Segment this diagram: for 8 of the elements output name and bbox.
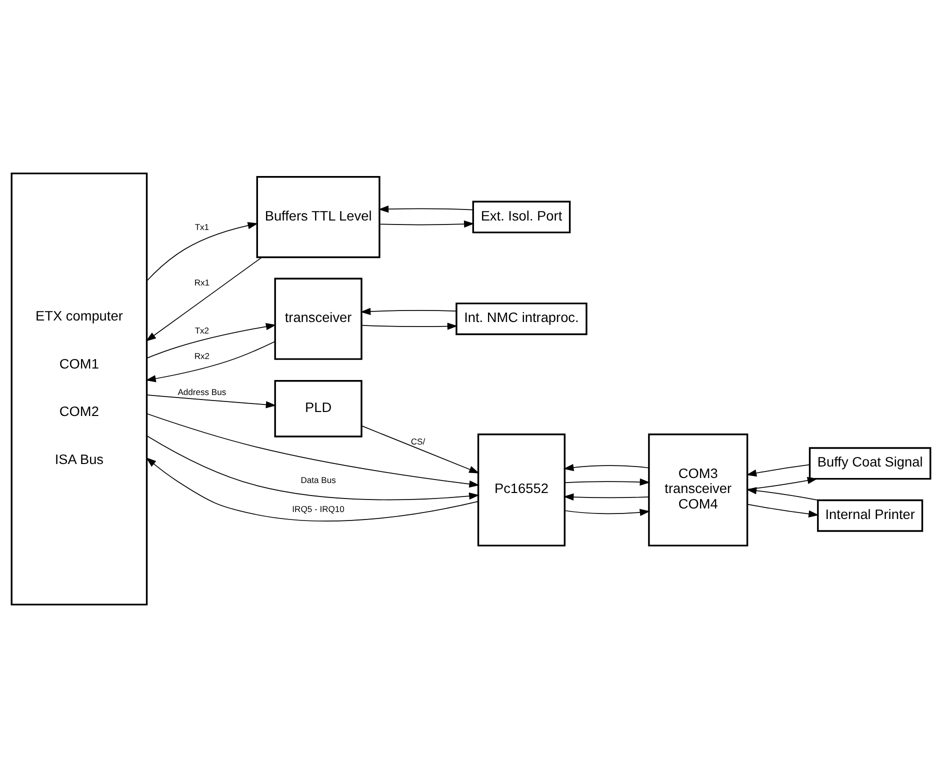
edge-label: Tx2 — [194, 325, 210, 336]
edge-label: IRQ5 - IRQ10 — [292, 504, 344, 514]
edge-label: Tx1 — [194, 222, 210, 232]
edge-label: Data Bus — [300, 475, 336, 486]
edge-label: CS/ — [410, 436, 426, 447]
edge-label: Address Bus — [178, 386, 226, 397]
edge-label: Rx2 — [194, 351, 210, 362]
edge-label: Rx1 — [194, 277, 210, 288]
